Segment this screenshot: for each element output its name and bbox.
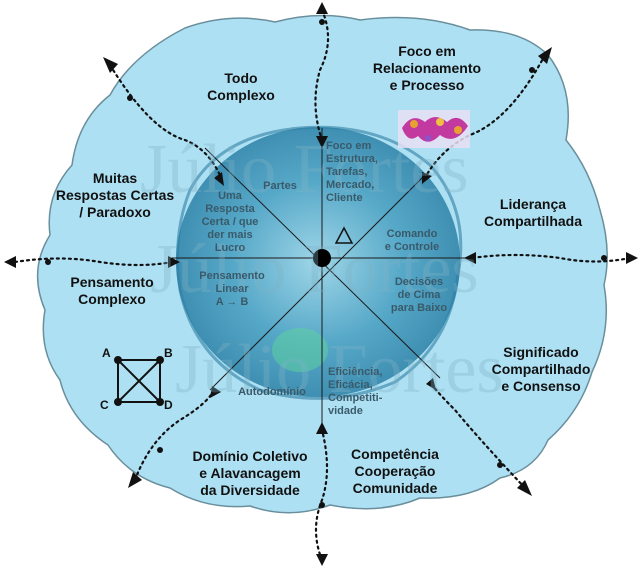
inner-glow-spot [272, 328, 328, 372]
abcd-corner-dots [114, 356, 164, 406]
letter-b: B [164, 346, 173, 360]
abcd-square-diagram [117, 359, 161, 403]
watermark-line-3: Júlio Fortes [175, 331, 504, 408]
inner-label-pensamento-linear: Pensamento Linear A → B [199, 270, 265, 308]
label-foco-relacionamento: Foco em Relacionamento e Processo [372, 43, 482, 93]
letter-a: A [102, 346, 111, 360]
label-lideranca: Liderança Compartilhada [483, 196, 582, 229]
inner-label-uma-resposta: Uma Resposta Certa / que der mais Lucro [201, 190, 259, 254]
inner-circle-rim [176, 125, 463, 400]
label-pensamento-complexo: Pensamento Complexo [70, 274, 154, 307]
inner-label-eficiencia: Eficiência, Eficácia, Competiti- vidade [328, 366, 383, 417]
inner-label-comando: Comando e Controle [384, 228, 440, 253]
triangle-icon [334, 226, 354, 244]
label-significado: Significado Compartilhado e Consenso [491, 344, 591, 394]
inner-label-autodominio: Autodomínio [238, 386, 306, 398]
label-dominio-coletivo: Domínio Coletivo e Alavancagem da Divers… [192, 448, 308, 498]
inner-label-foco-estrutura: Foco em Estrutura, Tarefas, Mercado, Cli… [326, 140, 378, 204]
watermark-line-2: Júlio Fortes [150, 231, 479, 308]
inner-label-partes: Partes [263, 180, 297, 192]
label-todo-complexo: Todo Complexo [207, 70, 275, 103]
label-competencia: Competência Cooperação Comunidade [351, 446, 439, 496]
label-muitas-respostas: Muitas Respostas Certas / Paradoxo [55, 170, 175, 220]
watermark-line-1: Júlio Fortes [140, 131, 469, 208]
letter-c: C [100, 398, 109, 412]
center-dot [313, 249, 331, 267]
letter-d: D [164, 398, 173, 412]
inner-label-decisoes: Decisões de Cima para Baixo [390, 276, 448, 314]
arrowheads [4, 2, 638, 566]
dotted-arrows [13, 8, 632, 562]
boundary-markers [45, 19, 607, 508]
network-illustration-icon [398, 110, 470, 148]
